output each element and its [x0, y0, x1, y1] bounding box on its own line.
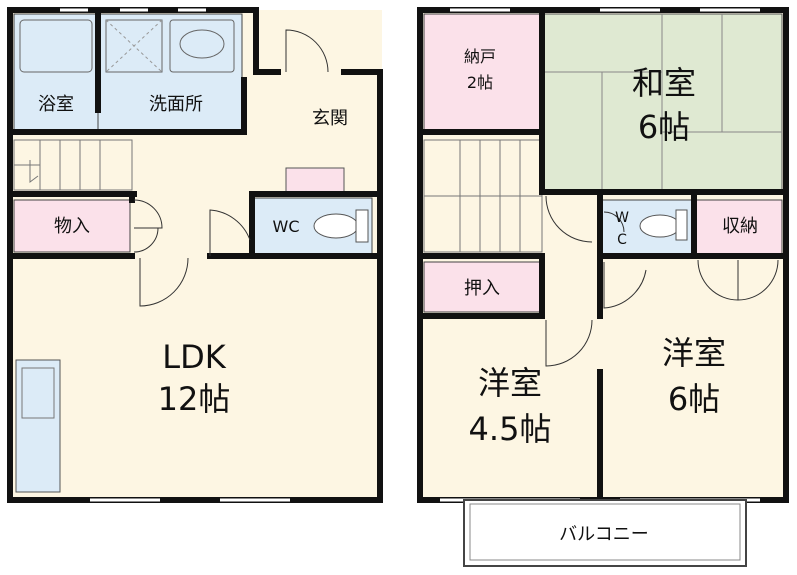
floor-2: 納戸 2帖 和室 6帖 W C 収納 押入 洋室 4.5帖 洋室 6帖 バルコニ…	[417, 7, 789, 567]
label-wc-2f-w: W	[615, 210, 629, 226]
label-western-small-size: 4.5帖	[469, 410, 552, 448]
label-western-large: 洋室	[662, 334, 726, 372]
label-ldk: LDK	[162, 338, 226, 376]
label-storage-2f: 収納	[722, 216, 758, 237]
label-wc-2f-c: C	[617, 232, 627, 248]
walls-1f	[7, 7, 383, 503]
label-wc-1f: WC	[273, 217, 300, 236]
label-balcony: バルコニー	[559, 524, 649, 545]
wash-basin	[169, 19, 235, 73]
shoe-cabinet	[285, 167, 345, 193]
label-washroom: 洗面所	[149, 94, 203, 115]
closet-2f	[423, 13, 543, 131]
label-entrance: 玄関	[312, 108, 348, 129]
label-western-large-size: 6帖	[668, 380, 720, 418]
balcony	[463, 499, 747, 567]
washer-space	[105, 19, 163, 73]
label-japanese: 和室	[632, 64, 696, 102]
floor-1: 浴室 洗面所 玄関 物入 WC LDK 12帖	[7, 7, 383, 503]
oshiire	[423, 261, 543, 313]
stairs-2f	[423, 139, 543, 253]
label-ldk-size: 12帖	[158, 380, 231, 418]
japanese-room	[543, 13, 783, 193]
label-western-small: 洋室	[478, 364, 542, 402]
label-closet: 納戸	[464, 47, 496, 66]
label-oshiire: 押入	[464, 278, 500, 299]
label-bath: 浴室	[38, 94, 74, 115]
label-japanese-size: 6帖	[638, 108, 690, 146]
storage-1f	[13, 199, 131, 253]
storage-2f	[695, 199, 783, 255]
label-storage-1f: 物入	[54, 216, 90, 237]
bathtub	[19, 19, 93, 73]
kitchen-counter	[15, 359, 61, 493]
label-closet-size: 2帖	[467, 73, 493, 92]
stairs-1f	[13, 139, 133, 191]
